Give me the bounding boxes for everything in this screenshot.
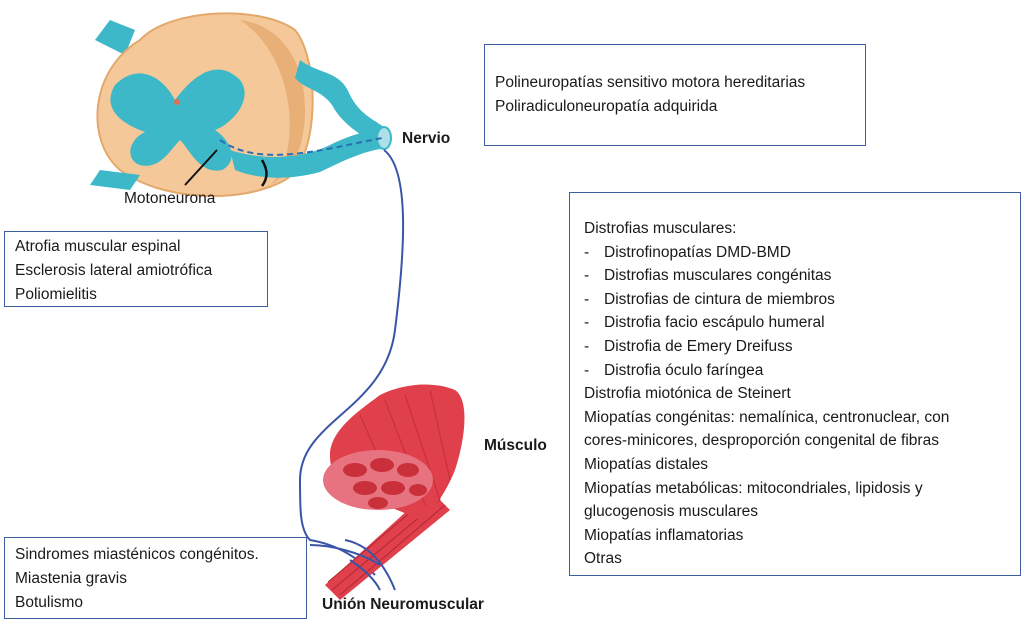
dash-bullet: -: [584, 314, 590, 332]
list-item: Miopatías metabólicas: mitocondriales, l…: [584, 479, 923, 497]
dash-bullet: -: [584, 337, 590, 355]
list-subitem: -Distrofia facio escápulo humeral: [584, 311, 1006, 335]
list-subitem: -Distrofias musculares congénitas: [584, 264, 1006, 288]
union-neuromuscular-label: Unión Neuromuscular: [322, 596, 484, 613]
list-item: Atrofia muscular espinal: [15, 238, 181, 255]
list-subitem: -Distrofia óculo faríngea: [584, 359, 1006, 383]
list-item: Miopatías inflamatorias: [584, 526, 744, 544]
list-item: Esclerosis lateral amiotrófica: [15, 262, 213, 279]
musculo-diseases-box: Distrofias musculares: -Distrofinopatías…: [569, 192, 1021, 576]
motoneurona-label: Motoneurona: [124, 190, 216, 207]
list-subitem: -Distrofias de cintura de miembros: [584, 288, 1006, 312]
dash-bullet: -: [584, 361, 590, 379]
list-item: Miopatías distales: [584, 455, 709, 473]
list-item: Poliomielitis: [15, 286, 97, 303]
musculo-label: Músculo: [484, 437, 547, 454]
dash-bullet: -: [584, 290, 590, 308]
list-item: glucogenosis musculares: [584, 503, 759, 521]
spinal-cord-illustration: [90, 12, 392, 198]
list-item: Miopatías congénitas: nemalínica, centro…: [584, 408, 950, 426]
list-item: Otras: [584, 550, 622, 568]
motoneurona-diseases-box: Atrofia muscular espinal Esclerosis late…: [4, 231, 268, 307]
list-heading: Distrofias musculares:: [584, 220, 737, 237]
nerve-line: [298, 149, 405, 576]
list-item: Poliradiculoneuropatía adquirida: [495, 98, 718, 115]
list-item: Distrofia miotónica de Steinert: [584, 385, 791, 403]
nervio-diseases-box: Polineuropatías sensitivo motora heredit…: [484, 44, 866, 146]
list-item: Polineuropatías sensitivo motora heredit…: [495, 74, 806, 91]
list-item: Botulismo: [15, 594, 84, 611]
list-subitem: -Distrofia de Emery Dreifuss: [584, 335, 1006, 359]
list-subitem: -Distrofinopatías DMD-BMD: [584, 241, 1006, 265]
nervio-label: Nervio: [402, 130, 451, 147]
union-diseases-box: Sindromes miasténicos congénitos. Miaste…: [4, 537, 307, 619]
list-item: Miastenia gravis: [15, 570, 127, 587]
list-item: Sindromes miasténicos congénitos.: [15, 546, 259, 563]
list-item: cores-minicores, desproporción congenita…: [584, 432, 939, 450]
dash-bullet: -: [584, 267, 590, 285]
dash-bullet: -: [584, 243, 590, 261]
muscle-illustration: [309, 384, 465, 600]
